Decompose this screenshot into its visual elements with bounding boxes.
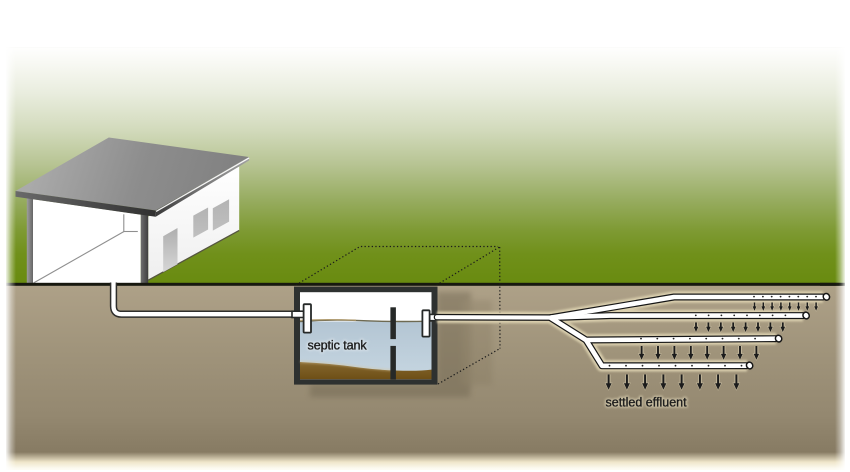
- svg-text:septic tank: septic tank: [308, 338, 368, 352]
- svg-text:septic tank: septic tank: [308, 338, 368, 352]
- svg-text:settled effluent: settled effluent: [606, 396, 688, 410]
- svg-text:settled effluent: settled effluent: [606, 396, 688, 410]
